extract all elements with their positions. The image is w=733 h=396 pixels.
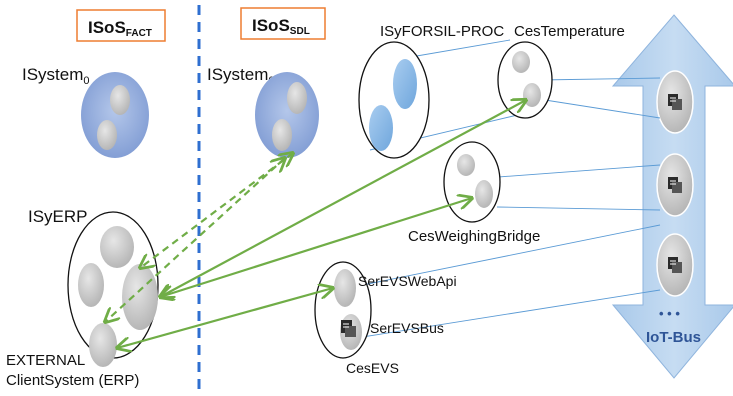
header-isos-sdl: ISoSSDL <box>240 7 326 40</box>
arrow-erp-weighing <box>160 198 472 297</box>
external-label-line1: EXTERNAL <box>6 352 85 369</box>
arrow-external-evs <box>117 288 333 348</box>
isystem-left-node <box>81 72 149 158</box>
bus-ellipsis: • • • <box>659 306 680 321</box>
ces-evs-label: CesEVS <box>346 360 399 376</box>
iot-bus-label: IoT-Bus <box>646 329 701 346</box>
bus-station-1 <box>656 70 694 134</box>
isyforsil-label: ISyFORSIL-PROC <box>380 23 504 40</box>
isystem-left-label: ISystem0 <box>22 65 90 87</box>
ces-temperature-node <box>497 41 553 119</box>
dashed-arrow-1 <box>140 153 293 268</box>
isyforsil-node <box>358 41 430 159</box>
bus-station-2 <box>656 153 694 217</box>
header-sdl-label: ISoSSDL <box>252 16 310 37</box>
isystem-right-node <box>255 72 319 158</box>
header-isos-fact: ISoSFACT <box>76 9 166 42</box>
external-label-line2: ClientSystem (ERP) <box>6 372 139 389</box>
isystem-right-label: ISystem0 <box>207 65 275 87</box>
ser-evs-webapi-label: SerEVSWebApi <box>358 273 457 289</box>
bus-station-3 <box>656 233 694 297</box>
header-fact-label: ISoSFACT <box>88 18 152 39</box>
ser-evs-bus-label: SerEVSBus <box>370 320 444 336</box>
ces-weighing-label: CesWeighingBridge <box>408 228 540 245</box>
ces-weighing-node <box>443 141 501 223</box>
green-arrows <box>105 100 526 348</box>
external-client-node <box>89 323 117 367</box>
ces-temperature-label: CesTemperature <box>514 23 625 40</box>
isyerp-label: ISyERP <box>28 207 88 226</box>
